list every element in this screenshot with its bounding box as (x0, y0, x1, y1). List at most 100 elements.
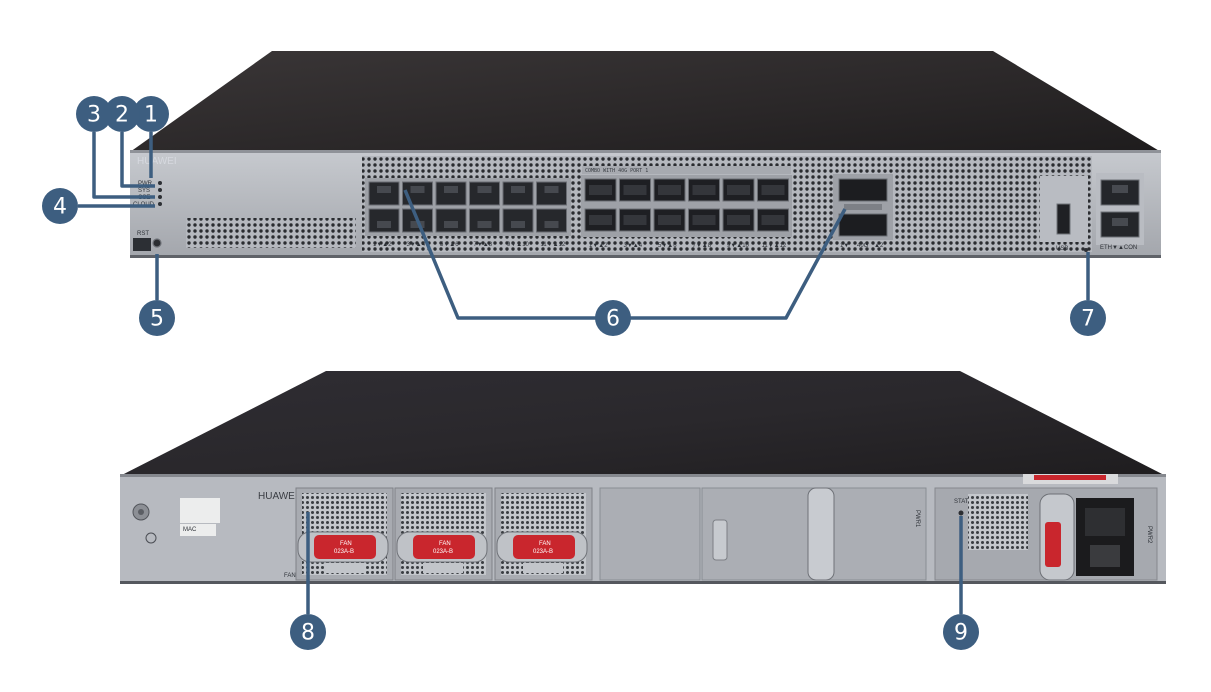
rj45-latch (511, 221, 525, 228)
sfp-cage (727, 185, 750, 195)
rj45-port[interactable] (469, 208, 500, 233)
qsfp-port-label: 40G (857, 243, 869, 249)
sfp-cage (589, 215, 612, 225)
stat-label: STAT (954, 499, 969, 505)
sfp-cage (658, 185, 681, 195)
blank-handle-right[interactable] (807, 487, 835, 581)
rj45-port[interactable] (368, 181, 400, 206)
sfp-cage (623, 185, 647, 195)
reset-button[interactable] (152, 238, 162, 248)
pwr1-label: PWR1 (914, 510, 920, 528)
rj45-port[interactable] (502, 181, 534, 206)
led-sys (158, 188, 162, 192)
callout-lines (78, 132, 1090, 614)
rj45-port[interactable] (536, 181, 567, 206)
sfp-cage (658, 215, 681, 225)
svg-text:7: 7 (1081, 307, 1095, 332)
fan-tab-model: 023A-B (334, 549, 354, 555)
fan-latch (324, 563, 364, 573)
combo-label-box (582, 166, 791, 174)
fan-release-tab[interactable] (413, 535, 475, 559)
led-label-pwr: PWR (138, 181, 153, 187)
rj45-port[interactable] (435, 208, 467, 233)
rj45-latch (444, 186, 458, 193)
usb-port[interactable] (1056, 203, 1071, 235)
rj45-port[interactable] (435, 181, 467, 206)
fan-tab-model: 023A-B (433, 549, 453, 555)
fan-release-tab[interactable] (513, 535, 575, 559)
qsfp-port-2[interactable] (838, 213, 888, 237)
sfp-cage (692, 185, 716, 195)
psu-release-tab[interactable] (1045, 522, 1061, 567)
callout-line-3 (92, 132, 155, 199)
sfp-cage (623, 215, 647, 225)
rj45-latch (410, 186, 425, 193)
rj45-latch (477, 186, 492, 193)
rj45-latch (477, 221, 492, 228)
blank-handle-left (712, 519, 728, 561)
front-badge (133, 238, 151, 251)
led-cse (158, 195, 162, 199)
rj45-port[interactable] (536, 208, 567, 233)
usb-label: USB (1056, 246, 1068, 252)
led-pwr (158, 181, 162, 185)
sfp-port-label: 5▼▲6 (658, 243, 677, 249)
rj45-port[interactable] (368, 208, 400, 233)
rj45-latch (377, 186, 391, 193)
rear-chassis-top (120, 371, 1166, 476)
svg-text:1: 1 (144, 103, 158, 128)
rj45-port[interactable] (502, 208, 534, 233)
psu-vent (968, 494, 1028, 550)
blank-slot-1 (599, 487, 701, 581)
callout-line-6 (403, 189, 597, 320)
callout-line-6b (630, 208, 847, 320)
sfp-port-label: 9▼▲10 (727, 243, 750, 249)
front-chassis-top (130, 51, 1161, 152)
callout-8: 8 (290, 614, 326, 650)
pwr2-label: PWR2 (1146, 526, 1152, 544)
sfp-cage (589, 185, 612, 195)
sfp-cage (727, 215, 750, 225)
fan-module: FAN 023A-B (394, 487, 493, 581)
rj45-latch (544, 221, 559, 228)
fan-latch (523, 563, 563, 573)
console-port[interactable] (1100, 211, 1140, 238)
rj45-port-label: 7▼▲8 (474, 242, 493, 248)
psu-stat-led (958, 510, 964, 516)
rj45-port-label: 1▼▲2 (373, 242, 392, 248)
rj45-latch (444, 221, 458, 228)
callout-6: 6 (595, 300, 631, 336)
rj45-port-label: 9▼▲10 (507, 242, 530, 248)
sfp-cage (761, 215, 785, 225)
ground-symbol-icon (145, 532, 157, 544)
front-status-led (1084, 248, 1088, 252)
svg-text:4: 4 (53, 195, 67, 220)
sfp-port-label: 7▼▲8 (693, 243, 712, 249)
rear-brand: HUAWEI (258, 491, 298, 502)
rj45-port[interactable] (469, 181, 500, 206)
callout-line-2 (120, 132, 155, 188)
svg-text:6: 6 (606, 307, 620, 332)
fan-tab-label: FAN (439, 541, 451, 547)
fan-latch (423, 563, 463, 573)
fan-tab-label: FAN (539, 541, 551, 547)
serial-sticker (180, 498, 220, 523)
qsfp-port-label: 1▼ (840, 243, 849, 249)
svg-text:2: 2 (115, 103, 129, 128)
callout-4: 4 (42, 188, 78, 224)
qsfp-port-label: ▲2 (874, 243, 884, 249)
svg-text:8: 8 (301, 621, 315, 646)
sfp-cage (761, 185, 785, 195)
svg-text:3: 3 (87, 103, 101, 128)
fan-release-tab[interactable] (314, 535, 376, 559)
rj45-port-label: 11▼▲12 (541, 242, 566, 248)
mac-label: MAC (183, 527, 197, 533)
svg-text:5: 5 (150, 307, 164, 332)
combo-label: COMBO WITH 40G PORT 1 (585, 168, 648, 174)
console-label: ETH▼▲CON (1100, 245, 1137, 251)
qsfp-port-1[interactable] (838, 178, 888, 202)
